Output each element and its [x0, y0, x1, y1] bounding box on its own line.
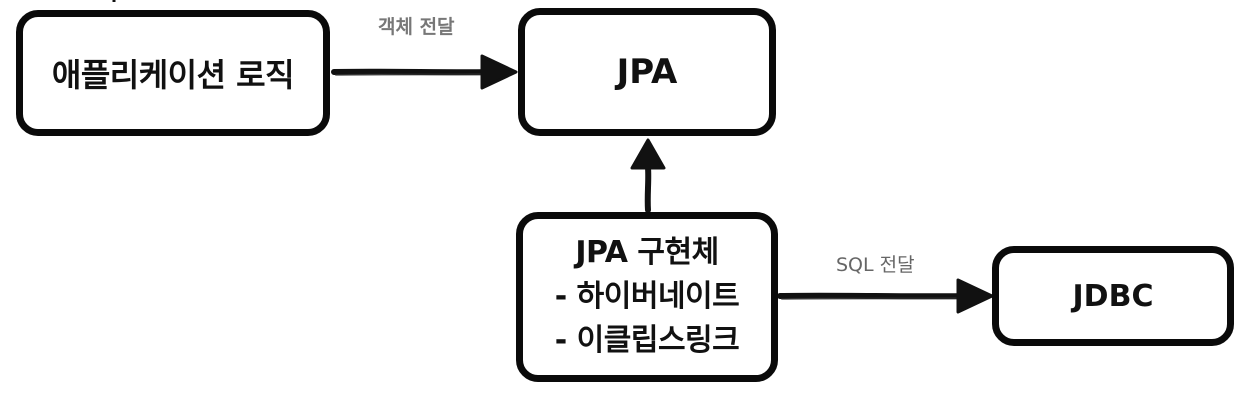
node-jpa-implementation: JPA 구현체 - 하이버네이트 - 이클립스링크: [516, 212, 778, 382]
edge-label-sql-transfer: SQL 전달: [836, 254, 915, 276]
node-application-logic: 애플리케이션 로직: [16, 10, 330, 136]
arrow-impl-to-jpa: [630, 138, 666, 213]
node-jpa-impl-title: JPA 구현체: [575, 235, 719, 270]
edge-label-object-transfer: 객체 전달: [378, 16, 455, 38]
node-application-logic-label: 애플리케이션 로직: [51, 56, 295, 94]
node-jdbc: JDBC: [992, 246, 1234, 346]
node-jpa-impl-eclipselink: - 이클립스링크: [554, 323, 740, 358]
arrow-impl-to-jdbc: [777, 278, 994, 314]
node-jpa-impl-hibernate: - 하이버네이트: [554, 279, 740, 314]
arrow-app-to-jpa: [331, 54, 518, 90]
node-jpa-label: JPA: [616, 52, 678, 92]
clipped-text-fragment: [112, 0, 116, 2]
node-jdbc-label: JDBC: [1072, 278, 1154, 314]
node-jpa: JPA: [518, 8, 776, 136]
